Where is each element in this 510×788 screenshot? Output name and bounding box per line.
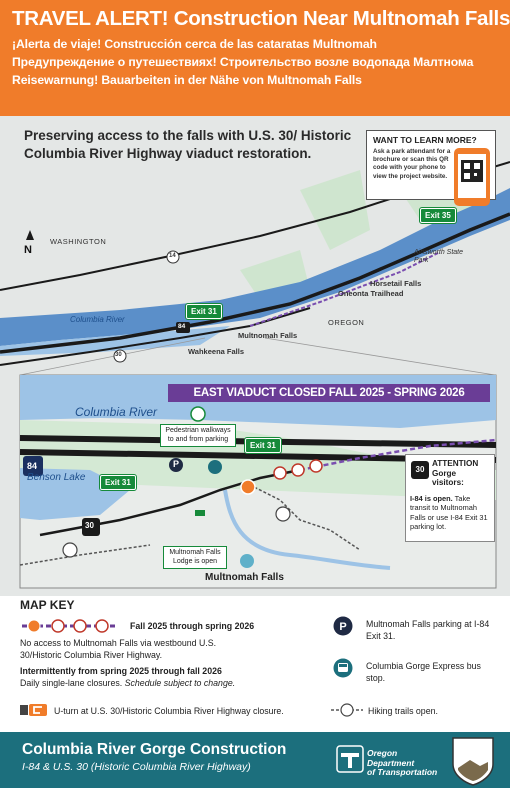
attention-heading: ATTENTION Gorge visitors: [432, 459, 479, 487]
detail-route-30-label: 30 [85, 521, 94, 530]
header-german: Reisewarnung! Bauarbeiten in der Nähe vo… [12, 73, 362, 87]
lodge-callout: Multnomah Falls Lodge is open [163, 546, 227, 569]
detail-river-label: Columbia River [75, 405, 158, 419]
closure-text: No access to Multnomah Falls via westbou… [20, 638, 217, 660]
overview-river-label: Columbia River [70, 315, 125, 324]
odot-line-2: Department [367, 757, 415, 768]
closure-line-icon [22, 619, 118, 633]
benson-lake-label: Benson Lake [27, 472, 86, 483]
viaduct-closed-banner: EAST VIADUCT CLOSED FALL 2025 - SPRING 2… [168, 384, 490, 402]
learn-more-text: Ask a park attendant for a brochure or s… [373, 148, 451, 180]
bus-text: Columbia Gorge Express bus stop. [366, 661, 481, 683]
intermittent-period: Intermittently from spring 2025 through … [20, 665, 222, 677]
detail-route-84-label: 84 [27, 461, 38, 471]
attention-body: I-84 is open. Take transit to Multnomah … [410, 494, 490, 532]
north-label: N [24, 244, 32, 256]
wahkeena-label: Wahkeena Falls [188, 347, 244, 356]
footer: Columbia River Gorge Construction I-84 &… [0, 732, 510, 788]
detail-exit-31-right: Exit 31 [244, 437, 282, 454]
route-84-label: 84 [178, 323, 186, 330]
overview-exit-31-badge: Exit 31 [185, 303, 223, 320]
intermittent-note: Schedule subject to change. [124, 678, 236, 688]
footer-title: Columbia River Gorge Construction [22, 741, 287, 758]
closure-period: Fall 2025 through spring 2026 [130, 620, 254, 632]
parking-icon: P [333, 616, 353, 636]
exit-35-badge: Exit 35 [419, 207, 457, 224]
header-title: TRAVEL ALERT! Construction Near Multnoma… [12, 7, 510, 30]
attention-bold: I-84 is open. [410, 493, 453, 503]
intermittent-text: Daily single-lane closures. Schedule sub… [20, 677, 235, 689]
odot-line-3: of Transportation [367, 767, 438, 777]
pedestrian-callout: Pedestrian walkways to and from parking [160, 424, 236, 447]
route-14-label: 14 [169, 253, 176, 259]
header-russian: Предупреждение о путешествиях! Строитель… [12, 55, 474, 69]
trails-text: Hiking trails open. [368, 706, 438, 716]
header-spanish: ¡Alerta de viaje! Construcción cerca de … [12, 37, 377, 51]
washington-label: WASHINGTON [50, 237, 107, 246]
uturn-text: U-turn at U.S. 30/Historic Columbia Rive… [54, 706, 284, 716]
parking-icon-letter: P [173, 459, 180, 469]
odot-logo-icon [336, 745, 364, 773]
odot-name: Oregon Department of Transportation [367, 748, 438, 778]
detail-multnomah-label: Multnomah Falls [205, 572, 284, 583]
map-key: MAP KEY Fall 2025 through spring 2026 No… [0, 596, 510, 732]
learn-more-heading: WANT TO LEARN MORE? [373, 135, 477, 145]
parking-text: Multnomah Falls parking at I-84 Exit 31. [366, 619, 490, 641]
attention-box: 30 ATTENTION Gorge visitors: I-84 is ope… [405, 454, 495, 542]
svg-text:P: P [339, 621, 346, 633]
historic-highway-shield-icon [452, 737, 494, 786]
intro-text: Preserving access to the falls with U.S.… [24, 128, 352, 161]
closure-period-text: Fall 2025 through spring 2026 [130, 621, 255, 631]
map-key-title: MAP KEY [20, 598, 75, 612]
oneonta-label: Oneonta Trailhead [338, 289, 404, 298]
intermittent-desc: Daily single-lane closures. [20, 678, 123, 688]
route-30-label: 30 [115, 352, 122, 358]
uturn-icon [20, 704, 47, 716]
oregon-label: OREGON [328, 318, 365, 327]
horsetail-label: Horsetail Falls [370, 279, 422, 288]
footer-subtitle: I-84 & U.S. 30 (Historic Columbia River … [22, 761, 251, 773]
overview-multnomah-label: Multnomah Falls [238, 331, 298, 340]
attention-text: Take transit to Multnomah Falls or use I… [410, 493, 488, 532]
hiking-trail-icon [331, 703, 363, 717]
odot-line-1: Oregon [367, 748, 398, 758]
us30-shield-icon: 30 [411, 461, 429, 479]
travel-alert-header: TRAVEL ALERT! Construction Near Multnoma… [0, 0, 510, 116]
detail-exit-31-left: Exit 31 [99, 474, 137, 491]
ainsworth-label: Ainsworth State Park [414, 249, 464, 264]
intermittent-period-text: Intermittently from spring 2025 through … [20, 666, 222, 676]
bus-icon [333, 658, 353, 678]
phone-qr-icon[interactable] [452, 146, 496, 212]
